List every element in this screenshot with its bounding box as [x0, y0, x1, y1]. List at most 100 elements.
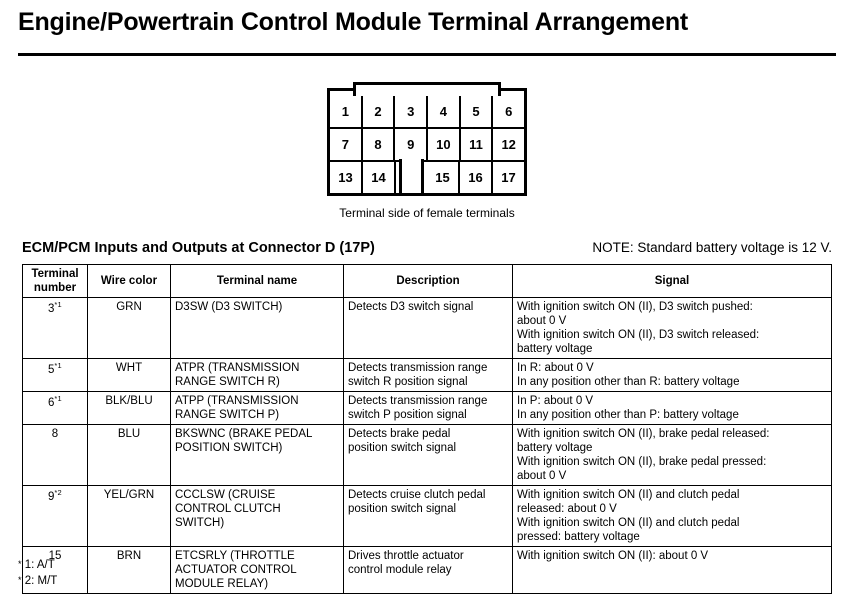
- cell-terminal-number: 3*1: [22, 297, 88, 360]
- signal-line: With ignition switch ON (II), brake peda…: [517, 428, 770, 441]
- connector-pin-10: 10: [428, 129, 461, 160]
- signal-line: battery voltage: [517, 343, 593, 356]
- connector-pin-label: 11: [469, 137, 483, 152]
- connector-pin-label: 8: [374, 137, 382, 152]
- footnote-text: 2: M/T: [21, 574, 58, 587]
- terminal-name-line: CCCLSW (CRUISE: [175, 489, 276, 502]
- connector-pin-label: 3: [407, 104, 415, 119]
- cell-terminal-number: 8: [22, 424, 88, 487]
- title-divider: [18, 53, 836, 56]
- cell-description: Detects D3 switch signal: [343, 297, 513, 360]
- connector-pin-9: 9: [395, 129, 429, 160]
- terminal-name-line: POSITION SWITCH): [175, 442, 283, 455]
- signal-line: With ignition switch ON (II) and clutch …: [517, 517, 740, 530]
- signal-line: about 0 V: [517, 315, 567, 328]
- page-title: Engine/Powertrain Control Module Termina…: [18, 8, 689, 36]
- connector-pin-label: 12: [501, 137, 516, 152]
- connector-shoulder-right: [501, 88, 527, 96]
- section-title: ECM/PCM Inputs and Outputs at Connector …: [22, 240, 375, 256]
- signal-line: With ignition switch ON (II), D3 switch …: [517, 329, 760, 342]
- section-note: NOTE: Standard battery voltage is 12 V.: [592, 240, 832, 255]
- cell-terminal-number: 6*1: [22, 391, 88, 426]
- cell-signal: With ignition switch ON (II), brake peda…: [512, 424, 832, 487]
- connector-notch-shape: [399, 159, 424, 196]
- cell-terminal-name: D3SW (D3 SWITCH): [170, 297, 344, 360]
- connector-notch: [396, 159, 427, 196]
- column-header-terminal-name: Terminal name: [170, 263, 344, 299]
- connector-pin-17: 17: [493, 162, 524, 193]
- connector-hood: [353, 82, 501, 96]
- connector-pin-label: 9: [407, 137, 415, 152]
- connector-pin-4: 4: [428, 96, 461, 127]
- connector-pin-label: 15: [435, 170, 450, 185]
- cell-terminal-number: 9*2: [22, 485, 88, 548]
- connector-pin-7: 7: [330, 129, 363, 160]
- terminal-name-line: CONTROL CLUTCH: [175, 503, 281, 516]
- connector-caption: Terminal side of female terminals: [339, 206, 515, 220]
- connector-top-hood: [327, 82, 527, 96]
- terminal-name-line: MODULE RELAY): [175, 578, 269, 591]
- footnotes: * 1: A/T* 2: M/T: [18, 558, 57, 589]
- connector-pin-14: 14: [363, 162, 396, 193]
- cell-wire-color: BRN: [87, 546, 171, 595]
- footnote-marker: *1: [54, 300, 63, 310]
- connector-pin-6: 6: [493, 96, 524, 127]
- cell-terminal-number: 5*1: [22, 358, 88, 393]
- footnote-marker: *1: [54, 394, 63, 404]
- connector-pin-5: 5: [461, 96, 494, 127]
- description-line: Detects brake pedal: [348, 428, 451, 441]
- column-header-signal: Signal: [512, 263, 832, 299]
- cell-signal: With ignition switch ON (II) and clutch …: [512, 485, 832, 548]
- connector-pin-13: 13: [330, 162, 363, 193]
- signal-line: battery voltage: [517, 442, 593, 455]
- cell-wire-color: BLK/BLU: [87, 391, 171, 426]
- section-header: ECM/PCM Inputs and Outputs at Connector …: [22, 240, 832, 256]
- terminal-name-line: ETCSRLY (THROTTLE: [175, 550, 295, 563]
- cell-signal: With ignition switch ON (II), D3 switch …: [512, 297, 832, 360]
- terminal-number-value: 9: [47, 491, 55, 504]
- description-line: Detects transmission range: [348, 395, 488, 408]
- description-line: Detects D3 switch signal: [348, 301, 474, 314]
- terminal-name-line: RANGE SWITCH R): [175, 376, 280, 389]
- footnote-marker: *1: [54, 361, 63, 371]
- description-line: Detects cruise clutch pedal: [348, 489, 486, 502]
- connector-row: 13 14 15 16 17: [330, 159, 524, 196]
- terminal-number-value: 8: [51, 428, 59, 441]
- connector-pin-label: 14: [371, 170, 386, 185]
- connector-pin-3: 3: [395, 96, 429, 127]
- connector-shoulder-left: [327, 88, 353, 96]
- description-line: Drives throttle actuator: [348, 550, 464, 563]
- connector-pin-label: 2: [374, 104, 382, 119]
- cell-wire-color: YEL/GRN: [87, 485, 171, 548]
- column-header-description: Description: [343, 263, 513, 299]
- footnote: * 2: M/T: [18, 574, 57, 590]
- signal-line: With ignition switch ON (II): about 0 V: [517, 550, 709, 563]
- terminal-number-value: 5: [47, 363, 55, 376]
- terminal-number-value: 3: [47, 302, 55, 315]
- connector-pin-15: 15: [427, 162, 460, 193]
- signal-line: With ignition switch ON (II) and clutch …: [517, 489, 740, 502]
- cell-wire-color: GRN: [87, 297, 171, 360]
- connector-pin-label: 16: [468, 170, 483, 185]
- signal-line: In any position other than R: battery vo…: [517, 376, 740, 389]
- footnote: * 1: A/T: [18, 558, 57, 574]
- connector-pin-label: 1: [341, 104, 349, 119]
- terminal-name-line: ATPP (TRANSMISSION: [175, 395, 299, 408]
